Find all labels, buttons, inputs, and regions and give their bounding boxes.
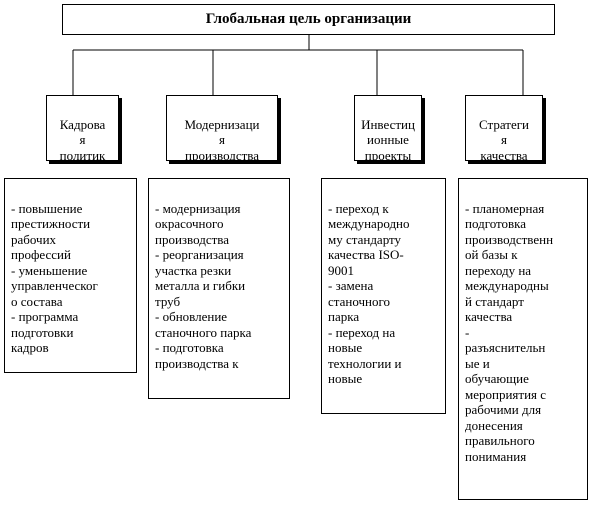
category-label: Стратеги я качества [478,116,529,163]
details-box-investment-projects: - переход к международно му стандарту ка… [321,178,446,414]
category-box-modernization: Модернизаци я производства [166,95,278,163]
details-text: - модернизация окрасочного производства … [155,200,252,371]
details-box-quality-strategy: - планомерная подготовка производственн … [458,178,588,500]
category-label: Модернизаци я производства [184,116,260,163]
details-text: - планомерная подготовка производственн … [465,200,554,464]
details-box-hr-policy: - повышение престижности рабочих професс… [4,178,137,373]
category-box-quality-strategy: Стратеги я качества [465,95,543,163]
category-box-investment-projects: Инвестиц ионные проекты [354,95,422,163]
global-goal-box: Глобальная цель организации [62,4,555,35]
category-label: Инвестиц ионные проекты [361,116,415,163]
details-box-modernization: - модернизация окрасочного производства … [148,178,290,399]
details-text: - переход к международно му стандарту ка… [328,200,410,387]
details-text: - повышение престижности рабочих професс… [11,200,98,356]
category-label: Кадрова я политик [59,116,106,163]
category-box-hr-policy: Кадрова я политик [46,95,119,163]
global-goal-title: Глобальная цель организации [205,11,412,27]
